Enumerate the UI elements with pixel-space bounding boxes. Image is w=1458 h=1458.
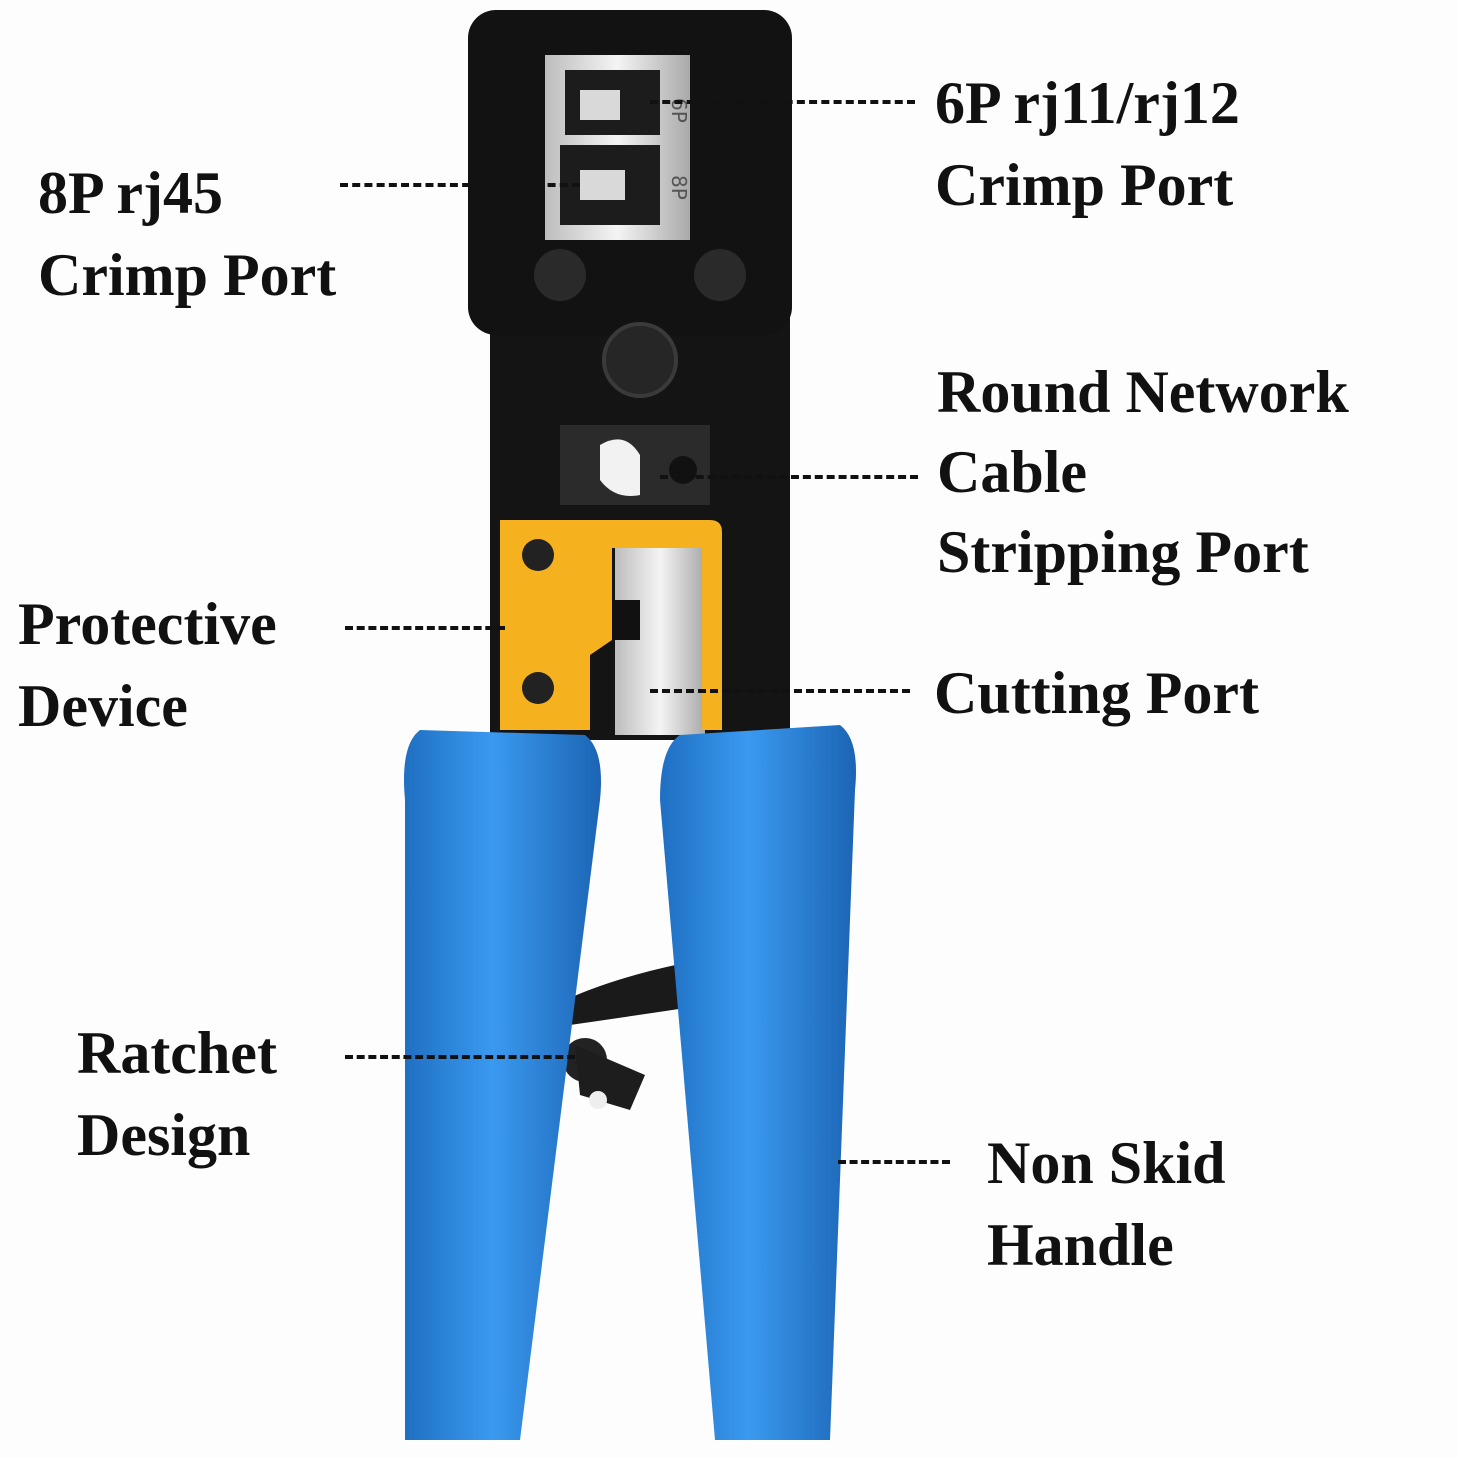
leader-ratchet (345, 1055, 575, 1059)
label-line: Stripping Port (937, 519, 1309, 585)
label-line: 6P rj11/rj12 (935, 70, 1240, 136)
label-rj11-port: 6P rj11/rj12 Crimp Port (935, 62, 1240, 226)
left-handle (404, 730, 601, 1440)
label-cutting-port: Cutting Port (934, 652, 1259, 734)
label-line: Design (77, 1102, 251, 1168)
label-line: Crimp Port (935, 152, 1234, 218)
label-line: Cable (937, 439, 1087, 505)
label-stripping-port: Round Network Cable Stripping Port (937, 352, 1349, 592)
right-handle (660, 725, 856, 1440)
label-line: Handle (987, 1212, 1174, 1278)
leader-rj45 (340, 183, 580, 187)
label-line: Non Skid (987, 1130, 1226, 1196)
leader-handle (838, 1160, 950, 1164)
label-line: Crimp Port (38, 242, 337, 308)
label-rj45-port: 8P rj45 Crimp Port (38, 152, 336, 316)
label-non-skid-handle: Non Skid Handle (987, 1122, 1225, 1286)
label-ratchet-design: Ratchet Design (77, 1012, 277, 1176)
protective-device (500, 520, 722, 730)
leader-cutting (650, 689, 910, 693)
die-mark-8p: 8P (667, 175, 691, 200)
leader-protective (345, 626, 505, 630)
leader-rj11 (650, 100, 915, 104)
label-line: Protective (18, 591, 277, 657)
label-line: Device (18, 673, 188, 739)
label-line: Round Network (937, 359, 1349, 425)
label-protective-device: Protective Device (18, 583, 277, 747)
label-line: Cutting Port (934, 660, 1259, 726)
label-line: Ratchet (77, 1020, 277, 1086)
tool-head: 6P 8P (468, 10, 792, 740)
leader-stripping (660, 475, 918, 479)
label-line: 8P rj45 (38, 160, 223, 226)
